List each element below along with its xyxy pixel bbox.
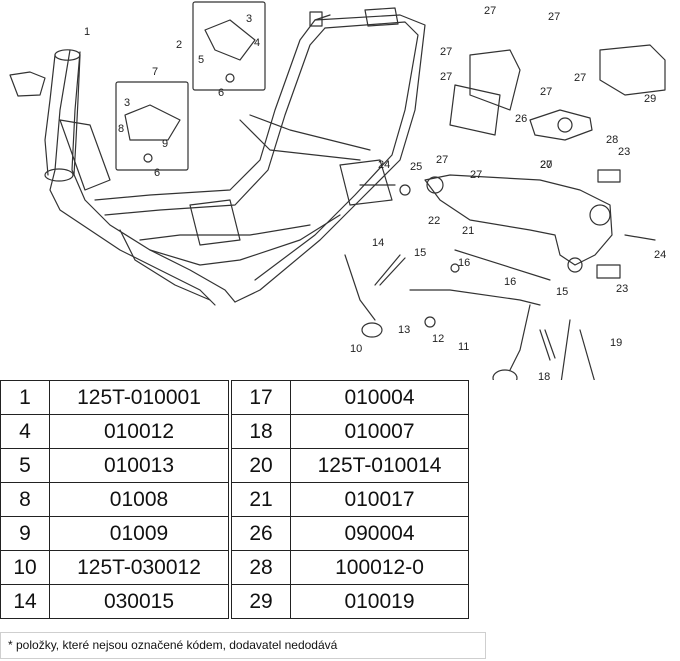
callout: 23 <box>618 146 630 158</box>
position-cell: 10 <box>0 550 50 585</box>
footrest-detail-boxes <box>115 1 266 171</box>
position-cell: 20 <box>231 448 291 483</box>
main-frame-drawing <box>9 7 426 306</box>
position-cell: 14 <box>0 584 50 619</box>
callout: 6 <box>154 167 160 179</box>
callout: 9 <box>162 138 168 150</box>
position-cell: 29 <box>231 584 291 619</box>
callout: 4 <box>254 37 260 49</box>
position-cell: 17 <box>231 380 291 415</box>
code-cell: 01009 <box>49 516 229 551</box>
code-cell: 125T-030012 <box>49 550 229 585</box>
callout-numbers: 1 2 3 4 5 6 7 3 8 9 6 27 27 27 27 27 27 … <box>84 5 666 380</box>
code-cell: 030015 <box>49 584 229 619</box>
callout: 23 <box>616 283 628 295</box>
callout: 29 <box>644 93 656 105</box>
callout: 27 <box>436 154 448 166</box>
callout: 20 <box>540 159 552 171</box>
engine-mount-drawing <box>359 169 656 281</box>
callout: 27 <box>470 169 482 181</box>
callout: 15 <box>414 247 426 259</box>
position-cell: 18 <box>231 414 291 449</box>
callout: 27 <box>484 5 496 17</box>
callout: 12 <box>432 333 444 345</box>
code-cell: 010017 <box>290 482 469 517</box>
code-cell: 125T-010014 <box>290 448 469 483</box>
code-cell: 090004 <box>290 516 469 551</box>
callout: 18 <box>538 371 550 380</box>
code-cell: 010004 <box>290 380 469 415</box>
code-cell: 125T-010001 <box>49 380 229 415</box>
callout: 10 <box>350 343 362 355</box>
callout: 24 <box>654 249 666 261</box>
position-cell: 28 <box>231 550 291 585</box>
callout: 5 <box>198 54 204 66</box>
callout: 27 <box>440 71 452 83</box>
callout: 11 <box>458 341 469 353</box>
footnote: * položky, které nejsou označené kódem, … <box>0 632 486 659</box>
callout: 22 <box>428 215 440 227</box>
callout: 3 <box>246 13 252 25</box>
callout: 25 <box>410 161 422 173</box>
upper-right-brackets <box>449 44 666 141</box>
callout: 16 <box>504 276 516 288</box>
code-cell: 010012 <box>49 414 229 449</box>
callout: 3 <box>124 97 130 109</box>
callout: 27 <box>548 11 560 23</box>
callout: 16 <box>458 257 470 269</box>
exploded-parts-diagram: 1 2 3 4 5 6 7 3 8 9 6 27 27 27 27 27 27 … <box>9 1 666 380</box>
callout: 2 <box>176 39 182 51</box>
callout: 24 <box>378 159 390 171</box>
callout: 14 <box>372 237 384 249</box>
callout: 26 <box>515 113 527 125</box>
callout: 27 <box>540 86 552 98</box>
callout: 27 <box>574 72 586 84</box>
code-cell: 010019 <box>290 584 469 619</box>
callout: 6 <box>218 87 224 99</box>
position-cell: 8 <box>0 482 50 517</box>
callout: 8 <box>118 123 124 135</box>
callout: 21 <box>462 225 474 237</box>
position-cell: 4 <box>0 414 50 449</box>
callout: 27 <box>440 46 452 58</box>
position-cell: 21 <box>231 482 291 517</box>
code-cell: 010013 <box>49 448 229 483</box>
position-cell: 5 <box>0 448 50 483</box>
callout: 1 <box>84 26 90 38</box>
position-cell: 9 <box>0 516 50 551</box>
code-cell: 010007 <box>290 414 469 449</box>
position-cell: 26 <box>231 516 291 551</box>
callout: 15 <box>556 286 568 298</box>
callout: 28 <box>606 134 618 146</box>
callout: 27 <box>540 159 552 171</box>
code-cell: 01008 <box>49 482 229 517</box>
callout: 7 <box>152 66 158 78</box>
position-cell: 1 <box>0 380 50 415</box>
stands-drawing <box>344 254 595 380</box>
callout: 19 <box>610 337 622 349</box>
code-cell: 100012-0 <box>290 550 469 585</box>
callout: 13 <box>398 324 410 336</box>
